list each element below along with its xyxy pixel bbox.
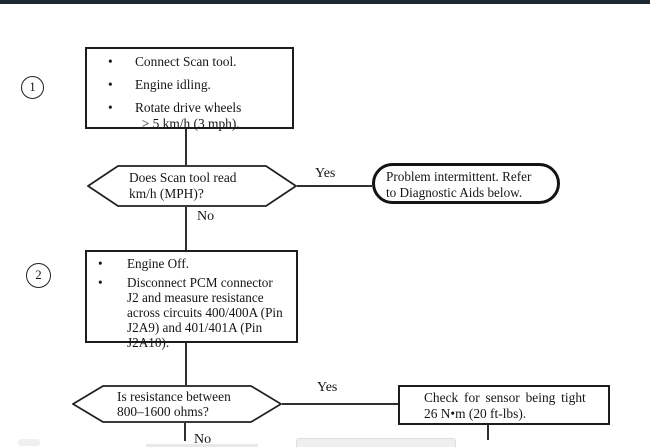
step1-marker: 1 [21,76,44,99]
decision1-hexagon: Does Scan tool read km/h (MPH)? [87,165,297,207]
yes-label-2: Yes [317,380,338,395]
yes-label-1: Yes [315,166,336,181]
top-bar [0,0,650,4]
connector-line [297,185,372,187]
connector-line [185,343,187,385]
action1-line2: 26 N•m (20 ft-lbs). [424,405,527,421]
connector-line [487,425,489,440]
connector-line [185,129,187,165]
action1-line1: Check for sensor being tight [424,390,586,405]
step1-bullet-2: Engine idling. [135,77,211,92]
step1-bullet-3: Rotate drive wheels > 5 km/h (3 mph). [135,100,242,131]
decision-shape-icon [87,165,297,207]
step2-marker: 2 [26,263,51,288]
next-row-box-hint [296,438,456,447]
bullet-icon: • [108,100,113,115]
step2-bullet-1: Engine Off. [127,256,190,271]
list-item: • Engine idling. [87,77,290,93]
list-item: • Rotate drive wheels > 5 km/h (3 mph). [87,100,290,132]
connector-line [282,403,398,405]
step2-bullet-2: Disconnect PCM connector J2 and measure … [127,275,283,350]
oval-diagnostic-aids: Problem intermittent. Refer to Diagnosti… [372,163,560,204]
list-item: • Connect Scan tool. [87,54,290,70]
no-label-1: No [197,209,215,224]
decision-shape-icon [72,385,282,423]
connector-line [184,423,186,441]
bullet-icon: • [98,275,103,290]
bullet-icon: • [98,256,103,271]
next-row-box-hint [146,444,258,447]
bullet-icon: • [108,54,113,69]
step2-number: 2 [35,268,42,282]
decision1-question: Does Scan tool read km/h (MPH)? [129,170,237,201]
list-item: • Disconnect PCM connector J2 and measur… [87,275,294,350]
step2-action-box: • Engine Off. • Disconnect PCM connector… [85,250,298,350]
step1-number: 1 [29,80,36,94]
list-item: • Engine Off. [87,256,294,271]
bullet-icon: • [108,77,113,92]
step1-action-box: • Connect Scan tool. • Engine idling. • … [85,47,294,132]
next-row-box-hint [18,439,40,446]
decision2-hexagon: Is resistance between 800–1600 ohms? [72,385,282,423]
action-check-sensor-box: Check for sensor being tight 26 N•m (20 … [398,385,610,425]
step1-bullet-1: Connect Scan tool. [135,54,237,69]
no-label-2: No [194,432,212,447]
decision2-question: Is resistance between 800–1600 ohms? [117,388,231,419]
connector-line [185,207,187,250]
